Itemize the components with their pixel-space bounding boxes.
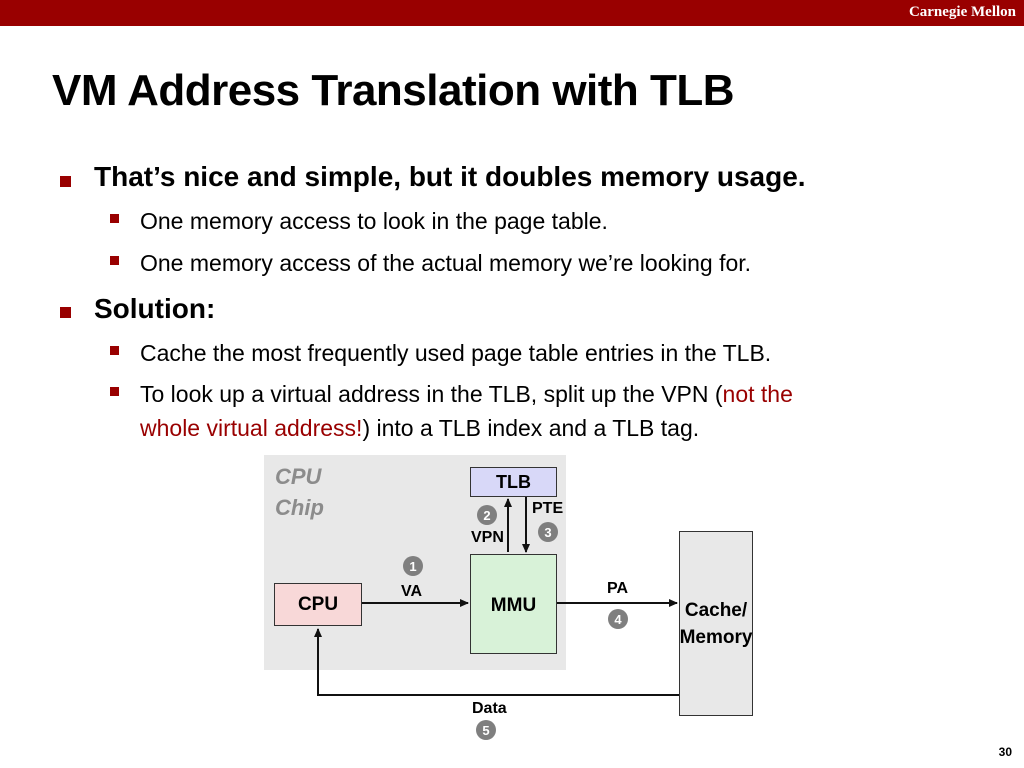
bullet-main: That’s nice and simple, but it doubles m… <box>94 161 806 192</box>
memory-box: Cache/ Memory <box>679 531 753 716</box>
step-3-badge: 3 <box>538 522 558 542</box>
page-number: 30 <box>998 745 1012 759</box>
pa-label: PA <box>607 580 629 597</box>
bullet-marker <box>60 176 71 187</box>
sub-bullet-continued: whole virtual address!) into a TLB index… <box>140 415 699 442</box>
va-label: VA <box>401 583 423 600</box>
sub-bullet-marker <box>110 256 119 265</box>
slide-title: VM Address Translation with TLB <box>52 66 735 115</box>
data-label: Data <box>472 700 507 717</box>
bullet-marker <box>60 307 71 318</box>
pte-label: PTE <box>532 500 564 517</box>
mmu-box: MMU <box>470 554 557 654</box>
brand-label: Carnegie Mellon <box>908 4 1016 20</box>
step-2-badge: 2 <box>477 505 497 525</box>
cpu-box: CPU <box>274 583 362 626</box>
sub-bullet: Cache the most frequently used page tabl… <box>140 340 772 366</box>
sub-bullet-marker <box>110 214 119 223</box>
bullet-main: Solution: <box>94 293 216 324</box>
step-4-badge: 4 <box>608 609 628 629</box>
chip-label-line: CPU <box>275 464 322 489</box>
sub-bullet-text: To look up a virtual address in the TLB,… <box>140 381 723 407</box>
step-5-badge: 5 <box>476 720 496 740</box>
tlb-box: TLB <box>470 467 557 497</box>
highlight-text: whole virtual address! <box>140 415 363 441</box>
sub-bullet-text: ) into a TLB index and a TLB tag. <box>362 415 700 441</box>
sub-bullet: One memory access of the actual memory w… <box>140 250 752 276</box>
top-bar: Carnegie Mellon <box>0 0 1024 26</box>
memory-label-line: Cache/ <box>684 599 748 621</box>
memory-label-line: Memory <box>679 626 753 648</box>
sub-bullet: One memory access to look in the page ta… <box>140 208 608 234</box>
cpu-chip-label: CPU Chip <box>275 461 324 523</box>
highlight-text: not the <box>722 381 793 407</box>
sub-bullet: To look up a virtual address in the TLB,… <box>140 381 793 408</box>
data-arrow <box>314 628 679 696</box>
sub-bullet-marker <box>110 387 119 396</box>
vpn-label: VPN <box>471 529 504 546</box>
chip-label-line: Chip <box>275 495 324 520</box>
sub-bullet-marker <box>110 346 119 355</box>
step-1-badge: 1 <box>403 556 423 576</box>
